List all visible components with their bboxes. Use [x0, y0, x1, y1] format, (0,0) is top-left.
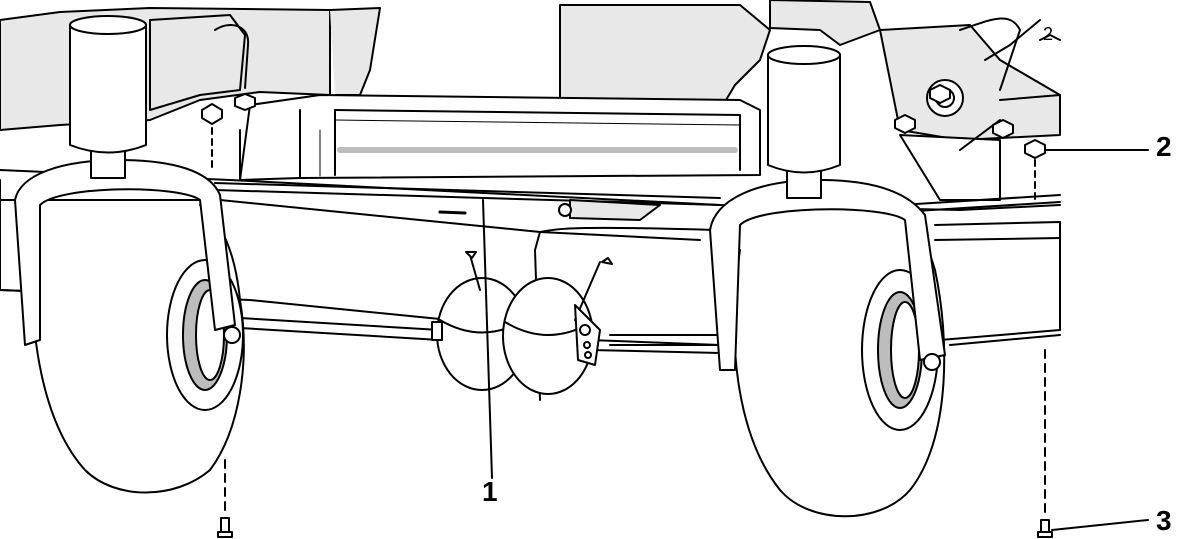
callout-2: 2: [1156, 131, 1172, 162]
axle-rod: [239, 317, 721, 354]
callout-leaders: [482, 149, 1149, 531]
hardware: [201, 84, 1053, 538]
leader-line-3: [1051, 519, 1149, 531]
roller-assembly: [431, 251, 613, 395]
callout-3: 3: [1156, 505, 1172, 536]
right-caster-wheel: [709, 45, 946, 518]
center-frame: [239, 94, 1001, 201]
callout-1: 1: [482, 476, 498, 507]
svg-text:2: 2: [1043, 24, 1053, 44]
leader-line-1: [482, 199, 493, 479]
left-caster-wheel: [14, 15, 245, 494]
